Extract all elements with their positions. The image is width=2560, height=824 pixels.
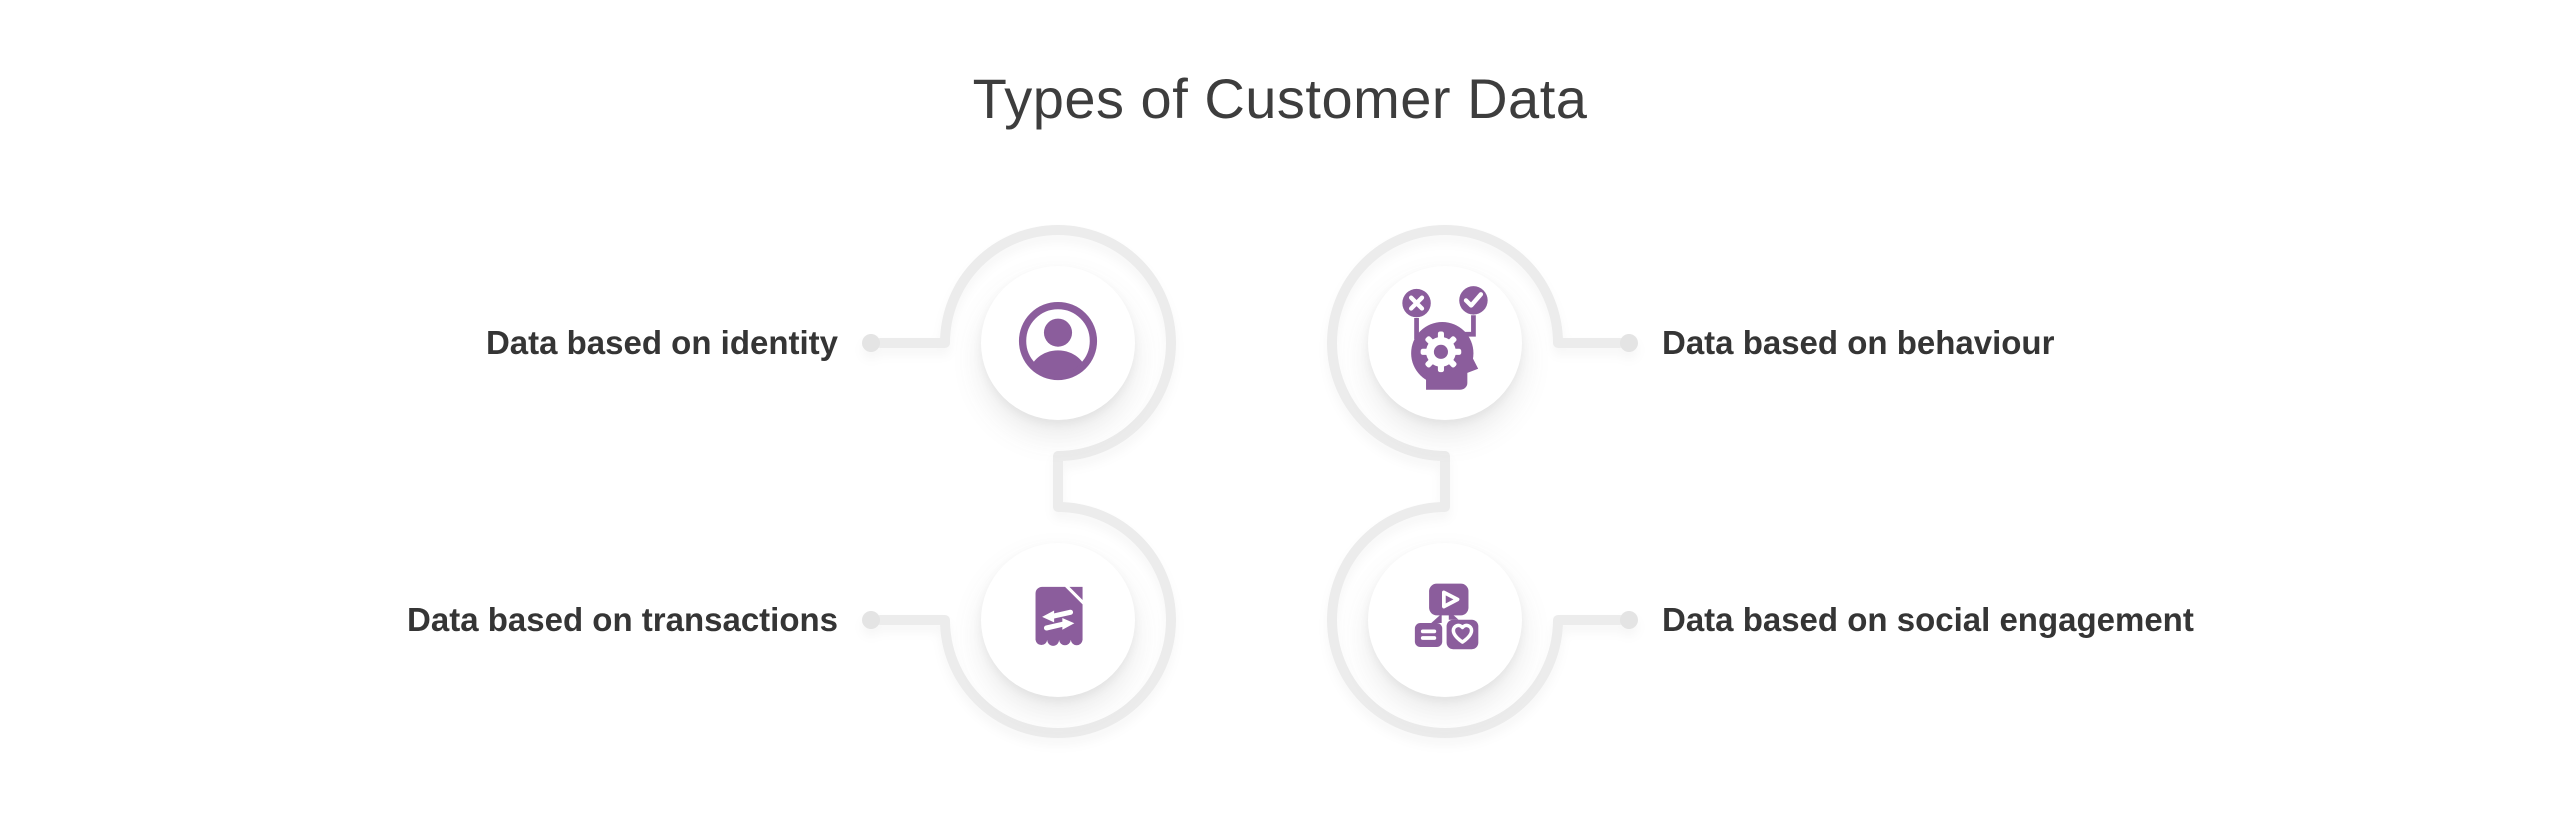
node-identity	[981, 266, 1135, 420]
receipt-transfer-icon	[1006, 565, 1111, 675]
label-transactions: Data based on transactions	[407, 601, 838, 638]
page-title: Types of Customer Data	[972, 67, 1588, 130]
label-social: Data based on social engagement	[1662, 601, 2194, 638]
label-behaviour: Data based on behaviour	[1662, 324, 2055, 361]
node-behaviour	[1368, 266, 1522, 420]
leader-dot	[1620, 334, 1638, 352]
node-social	[1368, 543, 1522, 697]
leader-dot	[1620, 611, 1638, 629]
leader-dot	[862, 334, 880, 352]
social-engagement-icon	[1393, 565, 1498, 675]
user-circle-icon	[1008, 291, 1108, 396]
node-transactions	[981, 543, 1135, 697]
leader-dot	[862, 611, 880, 629]
right-column-connector	[1327, 225, 1625, 738]
left-column-connector	[875, 225, 1176, 738]
head-gear-decision-icon	[1380, 276, 1510, 411]
label-identity: Data based on identity	[485, 324, 838, 361]
